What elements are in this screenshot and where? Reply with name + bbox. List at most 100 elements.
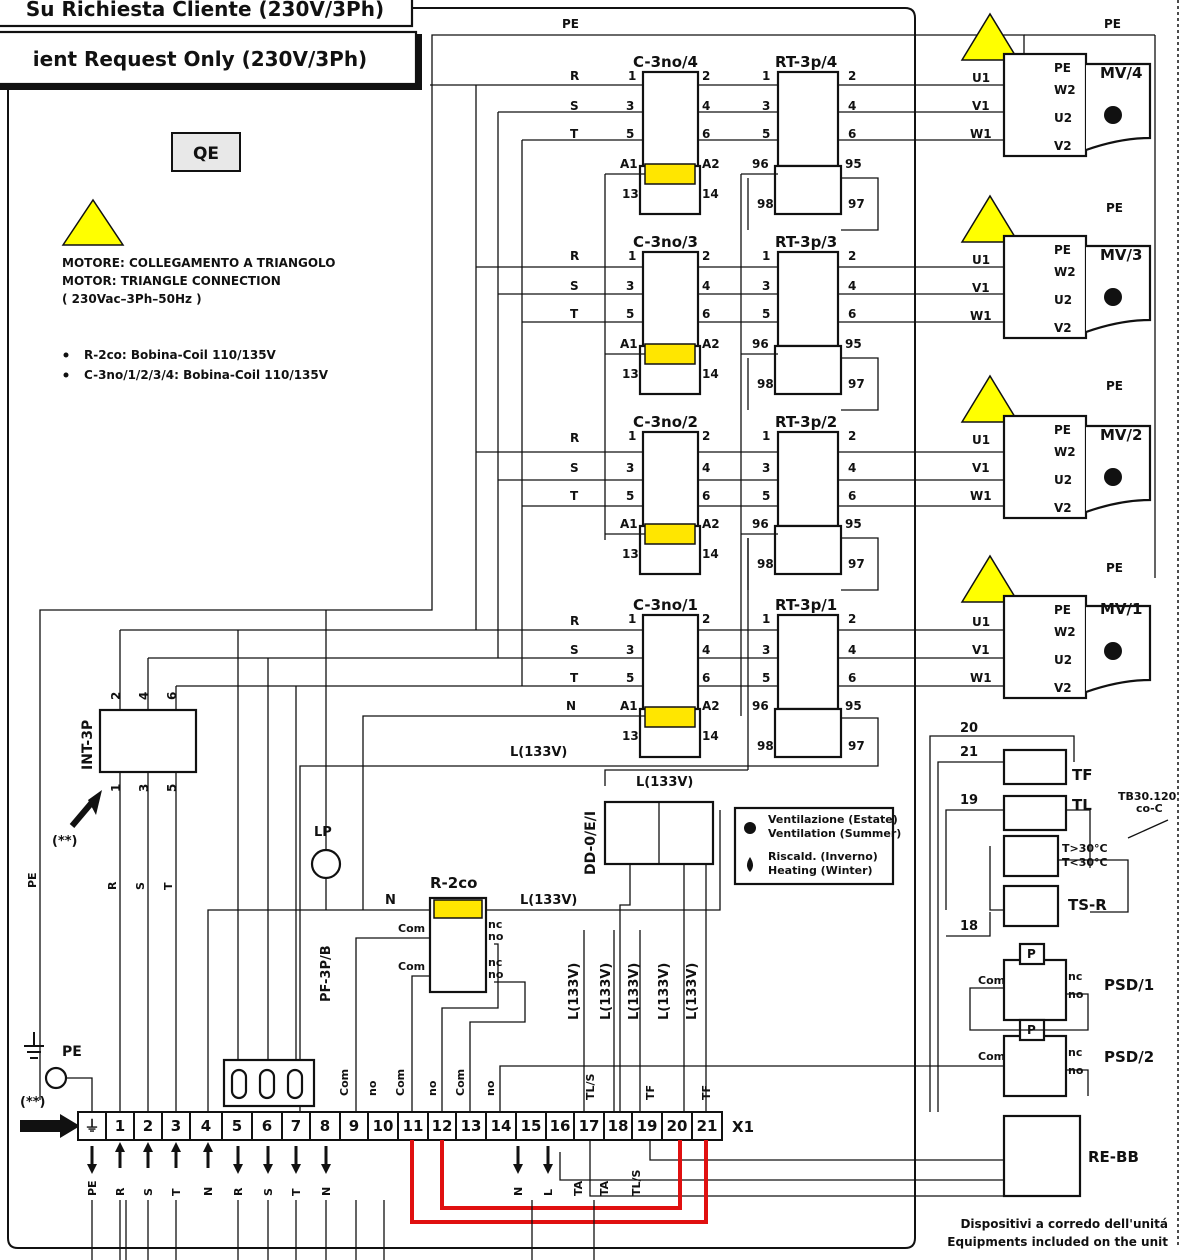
t1-n3: 3 xyxy=(762,643,770,657)
psd2-label: PSD/2 xyxy=(1104,1048,1154,1066)
c1-n1: 1 xyxy=(628,612,636,626)
r2co-com-1: Com xyxy=(398,922,425,935)
contactor-2-label: C-3no/2 xyxy=(633,413,698,431)
pe-ground-label: PE xyxy=(62,1044,82,1060)
rebb-label: RE-BB xyxy=(1088,1148,1139,1166)
motor-2-label: MV/2 xyxy=(1100,426,1142,444)
m1-u2: U2 xyxy=(1054,653,1072,667)
g4-t-label: T xyxy=(570,127,579,141)
thermal-1 xyxy=(776,613,840,711)
c1-n4: 4 xyxy=(702,643,710,657)
terminal-number: 2 xyxy=(143,1117,153,1135)
t2-n6: 6 xyxy=(848,489,856,503)
field-arrow-icon xyxy=(171,1142,181,1152)
motor-4-warning-icon xyxy=(960,12,1020,61)
tf-label: TF xyxy=(1072,766,1092,784)
thermal-2 xyxy=(776,430,840,528)
g4-s-label: S xyxy=(570,99,579,113)
g1-s-label: S xyxy=(570,643,579,657)
qe-box xyxy=(171,132,241,172)
motor-note-line3: ( 230Vac–3Ph–50Hz ) xyxy=(62,292,202,306)
motor-4-fan-icon xyxy=(1104,106,1122,124)
terminal-number: 15 xyxy=(521,1117,542,1135)
l133-dd-label: L(133V) xyxy=(636,775,693,790)
t2-n5: 5 xyxy=(762,489,770,503)
m3-pe-top: PE xyxy=(1106,201,1123,215)
c4-n5: 5 xyxy=(626,127,634,141)
g2-t-label: T xyxy=(570,489,579,503)
arrow-shaft xyxy=(69,798,97,828)
psd1-label: PSD/1 xyxy=(1104,976,1154,994)
m2-v2: V2 xyxy=(1054,501,1072,515)
int3p-label: INT-3P xyxy=(80,720,96,770)
t14-no-label: no xyxy=(484,1080,497,1096)
motor-2-terminal-box xyxy=(1002,414,1088,520)
field-arrow-icon xyxy=(143,1142,153,1152)
t3-n98: 98 xyxy=(757,377,774,391)
ground-wire xyxy=(66,1077,93,1112)
coil-4-icon xyxy=(644,163,696,185)
t1-n98: 98 xyxy=(757,739,774,753)
c1-a2: A2 xyxy=(702,699,720,713)
c4-n13: 13 xyxy=(622,187,639,201)
c4-n2: 2 xyxy=(702,69,710,83)
t4-n3: 3 xyxy=(762,99,770,113)
fuse-2-icon xyxy=(258,1068,276,1100)
int3p-top-2: 2 xyxy=(109,692,123,700)
group-3: C-3no/3 RT-3p/3 1 2 3 4 5 6 A1 A2 13 14 … xyxy=(476,178,1004,540)
m4-u1: U1 xyxy=(972,71,990,85)
c2-n4: 4 xyxy=(702,461,710,475)
terminal-cell xyxy=(603,1111,633,1141)
c2-n1: 1 xyxy=(628,429,636,443)
rebb-heater xyxy=(1002,1114,1082,1198)
thermal-1-label: RT-3p/1 xyxy=(775,596,837,614)
g4-motor-wires xyxy=(838,84,1004,141)
coil-2-icon xyxy=(644,523,696,545)
field-connection-label: T xyxy=(170,1188,183,1196)
g3-motor-wires xyxy=(838,266,1004,323)
c3-n4: 4 xyxy=(702,279,710,293)
terminal-number: 3 xyxy=(171,1117,181,1135)
terminal-cell xyxy=(133,1111,163,1141)
c1-n13: 13 xyxy=(622,729,639,743)
thermal-1-aux xyxy=(773,707,843,759)
g3-95-wire xyxy=(841,357,879,411)
terminal-number: 19 xyxy=(637,1117,658,1135)
terminal-number: 14 xyxy=(491,1117,512,1135)
m1-pe: PE xyxy=(1054,603,1071,617)
field-arrow-icon xyxy=(233,1164,243,1174)
c3-a1: A1 xyxy=(620,337,638,351)
terminal-number: 4 xyxy=(201,1117,211,1135)
thermal-4-aux xyxy=(773,164,843,216)
lp-label: LP xyxy=(314,825,332,840)
dd-wires xyxy=(604,769,748,1112)
terminal-number: ⏚ xyxy=(84,1117,99,1135)
field-arrow-icon xyxy=(513,1164,523,1174)
g2-motor-wires xyxy=(838,451,1004,507)
m2-u2: U2 xyxy=(1054,473,1072,487)
contactor-3 xyxy=(641,250,700,348)
psd2-switch xyxy=(1002,1034,1068,1098)
t1-n95: 95 xyxy=(845,699,862,713)
psd1-com: Com xyxy=(978,974,1005,987)
earth-symbol-icon xyxy=(24,1032,44,1059)
field-arrow-icon xyxy=(263,1164,273,1174)
t11-com-label: Com xyxy=(394,1069,407,1096)
g3-r-label: R xyxy=(570,249,579,263)
contactor-1-label: C-3no/1 xyxy=(633,596,698,614)
c1-n5: 5 xyxy=(626,671,634,685)
c1-n2: 2 xyxy=(702,612,710,626)
n-label: N xyxy=(385,893,396,908)
g4-cross-wires xyxy=(698,84,778,141)
g2-phase-wires xyxy=(476,451,643,507)
c3-n1: 1 xyxy=(628,249,636,263)
r2co-coil-icon xyxy=(433,899,483,919)
terminal-number: 18 xyxy=(608,1117,629,1135)
t2-n97: 97 xyxy=(848,557,865,571)
field-connection-label: S xyxy=(262,1188,275,1196)
m1-w2: W2 xyxy=(1054,625,1076,639)
m3-pe: PE xyxy=(1054,243,1071,257)
m3-u1: U1 xyxy=(972,253,990,267)
g3-phase-wires xyxy=(476,266,643,323)
double-star-input: (**) xyxy=(20,1095,45,1110)
